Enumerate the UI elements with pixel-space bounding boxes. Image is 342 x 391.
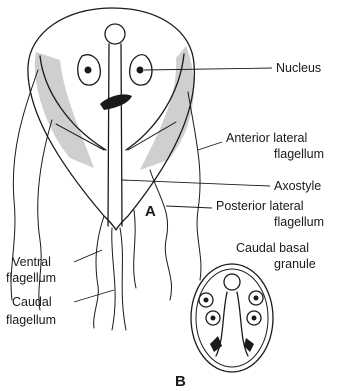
anterior-leader bbox=[198, 142, 222, 150]
anterior-flagellum-label: flagellum bbox=[274, 147, 324, 161]
median-body bbox=[100, 94, 132, 110]
cyst-drawing bbox=[191, 264, 273, 372]
caudal-basal-label: Caudal basal bbox=[236, 241, 309, 255]
axostyle-leader bbox=[122, 180, 270, 186]
panel-a-letter: A bbox=[145, 203, 156, 220]
ventral-flagellum bbox=[94, 216, 104, 328]
cyst-nucleolus-3 bbox=[254, 296, 259, 301]
right-nucleolus bbox=[137, 67, 144, 74]
posterior-leader bbox=[166, 206, 212, 208]
caudal-leader bbox=[74, 290, 114, 302]
posterior-flagellum-label: flagellum bbox=[274, 215, 324, 229]
nucleus-label: Nucleus bbox=[276, 61, 321, 75]
left-nucleolus bbox=[85, 67, 92, 74]
anterior-right-flagellum bbox=[188, 92, 201, 280]
mid-right-flagellum bbox=[134, 210, 136, 288]
cyst-wall-inner bbox=[196, 269, 268, 367]
panel-b-letter: B bbox=[175, 373, 186, 390]
cyst-nucleolus-4 bbox=[252, 316, 257, 321]
granule-label: granule bbox=[274, 257, 316, 271]
axostyle-left-rod bbox=[108, 44, 109, 226]
cyst-nucleolus-2 bbox=[211, 316, 216, 321]
cyst-nucleolus-1 bbox=[204, 298, 209, 303]
anterior-lateral-label: Anterior lateral bbox=[226, 131, 307, 145]
ventral-flagellum-label: flagellum bbox=[6, 271, 56, 285]
caudal-right-flagellum bbox=[120, 228, 126, 330]
cyst-basal-body bbox=[224, 274, 240, 290]
ventral-leader bbox=[74, 250, 102, 262]
axostyle-label: Axostyle bbox=[274, 179, 321, 193]
posterior-lateral-label: Posterior lateral bbox=[216, 199, 304, 213]
right-shaded-region bbox=[140, 46, 194, 170]
axostyle-right-rod bbox=[121, 44, 122, 226]
cyst-median-body-left bbox=[210, 336, 222, 352]
posterior-right-flagellum bbox=[150, 170, 172, 300]
caudal-flagellum-label: flagellum bbox=[6, 313, 56, 327]
caudal-label: Caudal bbox=[12, 295, 52, 309]
ventral-label: Ventral bbox=[12, 255, 51, 269]
caudal-left-flagellum bbox=[112, 228, 115, 330]
basal-body bbox=[105, 24, 125, 44]
nucleus-leader bbox=[144, 68, 272, 70]
